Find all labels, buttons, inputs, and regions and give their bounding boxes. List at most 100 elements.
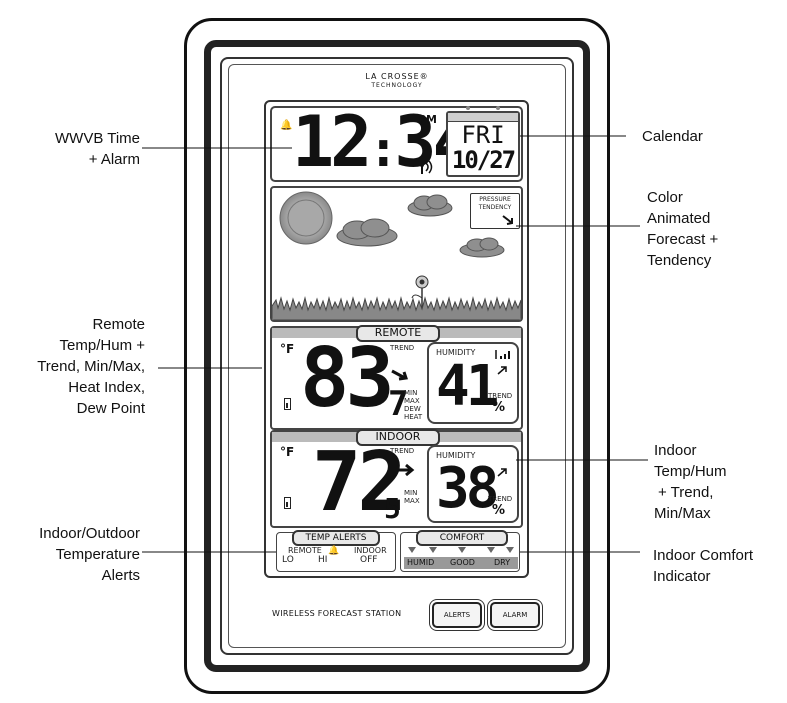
alerts-indoor-state: OFF — [360, 555, 378, 565]
remote-humidity-unit: % — [492, 400, 506, 415]
callout-forecast-line3: Forecast + — [647, 231, 719, 248]
temp-alerts-header: TEMP ALERTS — [292, 530, 380, 546]
callout-indoor-line1: Indoor — [654, 442, 697, 459]
callout-forecast-line1: Color — [647, 189, 683, 206]
device-outer-frame — [184, 18, 610, 694]
callout-wwvb: WWVB Time + Alarm — [20, 128, 140, 170]
callout-indoor: Indoor Temp/Hum + Trend, Min/Max — [654, 440, 764, 524]
remote-mode-heat: HEAT — [404, 413, 423, 421]
cloud-icon-top — [407, 194, 453, 217]
tendency-arrow-icon — [502, 215, 513, 225]
cloud-icon-large — [336, 218, 398, 247]
callout-remote-line1: Remote — [92, 316, 145, 333]
indoor-mode-max: MAX — [404, 497, 420, 505]
callout-alerts-line3: Alerts — [101, 567, 140, 584]
comfort-dry: DRY — [494, 558, 511, 567]
callout-indoor-line3: + Trend, — [658, 484, 714, 501]
alarm-button[interactable]: ALARM — [490, 602, 540, 628]
alert-bell-icon: 🔔 — [328, 545, 340, 555]
remote-mode-min: MIN — [404, 389, 418, 397]
remote-humidity: 41 — [436, 354, 499, 419]
callout-alerts-line1: Indoor/Outdoor — [39, 525, 140, 542]
comfort-humid: HUMID — [407, 558, 435, 567]
indoor-humidity: 38 — [436, 456, 499, 521]
remote-humidity-trend-label: TREND — [488, 392, 513, 400]
pressure-tendency-box: PRESSURE TENDENCY — [470, 193, 520, 229]
indoor-unit: °F — [280, 445, 295, 459]
alerts-remote-label: REMOTE — [288, 546, 322, 555]
time-ampm: PM — [418, 113, 438, 126]
model-label: WIRELESS FORECAST STATION — [272, 609, 402, 618]
callout-alerts: Indoor/Outdoor Temperature Alerts — [10, 523, 140, 586]
callout-forecast-line2: Animated — [647, 210, 711, 227]
remote-trend-label: TREND — [390, 344, 415, 352]
indoor-humidity-trend-label: TREND — [488, 495, 513, 503]
callout-calendar: Calendar — [642, 126, 703, 147]
callout-remote-line3: Trend, Min/Max, — [37, 358, 145, 375]
indoor-trend-label: TREND — [390, 447, 415, 455]
forecast-section — [270, 186, 523, 322]
remote-trend-arrow-icon — [391, 369, 408, 381]
indoor-temp: 72 — [312, 435, 407, 530]
callout-remote-line2: Temp/Hum + — [59, 337, 145, 354]
calendar-day: FRI — [461, 121, 505, 149]
calendar-pin-left — [466, 106, 470, 110]
brand-subtitle: TECHNOLOGY — [371, 82, 423, 89]
indoor-humidity-label: HUMIDITY — [436, 451, 476, 460]
callout-alerts-line2: Temperature — [55, 546, 140, 563]
calendar-date: 10/27 — [451, 146, 516, 174]
indoor-humidity-trend-icon — [497, 468, 507, 477]
comfort-scale-bar — [404, 557, 518, 569]
remote-temp-decimal: 7 — [388, 384, 409, 424]
remote-humidity-trend-icon — [497, 366, 507, 375]
time-section — [270, 106, 523, 182]
sun-icon — [279, 191, 333, 245]
callout-remote-line5: Dew Point — [76, 400, 145, 417]
comfort-header: COMFORT — [416, 530, 508, 546]
callout-remote: Remote Temp/Hum + Trend, Min/Max, Heat I… — [20, 314, 145, 419]
indoor-humidity-unit: % — [492, 503, 506, 518]
remote-battery-icon — [284, 398, 291, 410]
tendency-label-1: PRESSURE — [479, 196, 511, 203]
remote-header: REMOTE — [356, 325, 440, 342]
indoor-mode-min: MIN — [404, 489, 418, 497]
cloud-icon-small — [459, 237, 505, 258]
callout-comfort-line1: Indoor Comfort — [653, 547, 754, 564]
remote-temp: 83 — [300, 331, 395, 426]
wwvb-signal-icon — [418, 158, 436, 176]
callout-indoor-line2: Temp/Hum — [654, 463, 727, 480]
brand-logo: LA CROSSE® TECHNOLOGY — [352, 72, 442, 90]
callout-forecast-line4: Tendency — [647, 252, 712, 269]
comfort-good: GOOD — [450, 558, 475, 567]
calendar-top-bar — [448, 113, 518, 122]
alerts-hi: HI — [318, 555, 328, 565]
remote-humidity-label: HUMIDITY — [436, 348, 476, 357]
device-face-inner — [228, 64, 566, 648]
alerts-button[interactable]: ALERTS — [432, 602, 482, 628]
indoor-battery-icon — [284, 497, 291, 509]
callout-indoor-line4: Min/Max — [654, 505, 711, 522]
forecast-scene — [272, 191, 521, 320]
tendency-label-2: TENDENCY — [478, 204, 512, 211]
indoor-temp-decimal: 5 — [384, 492, 401, 525]
brand-name: LA CROSSE® — [365, 72, 429, 81]
time-display: 12:34 — [292, 104, 475, 187]
callout-comfort: Indoor Comfort Indicator — [653, 545, 783, 587]
callout-comfort-line2: Indicator — [653, 568, 711, 585]
indoor-trend-arrow-icon — [392, 463, 415, 477]
indoor-header: INDOOR — [356, 429, 440, 446]
remote-mode-dew: DEW — [404, 405, 421, 413]
alerts-lo: LO — [282, 555, 294, 565]
callout-remote-line4: Heat Index, — [68, 379, 145, 396]
grass-strip — [272, 296, 521, 320]
alarm-bell-icon: 🔔 — [280, 120, 293, 131]
callout-wwvb-line1: WWVB Time — [55, 130, 140, 147]
comfort-markers — [408, 547, 514, 553]
remote-unit: °F — [280, 342, 295, 356]
remote-signal-icon — [495, 350, 510, 359]
flower-icon — [411, 275, 429, 308]
remote-mode-max: MAX — [404, 397, 420, 405]
callout-calendar-line1: Calendar — [642, 128, 703, 145]
callout-wwvb-line2: + Alarm — [88, 151, 140, 168]
indoor-humidity-box — [427, 445, 519, 523]
